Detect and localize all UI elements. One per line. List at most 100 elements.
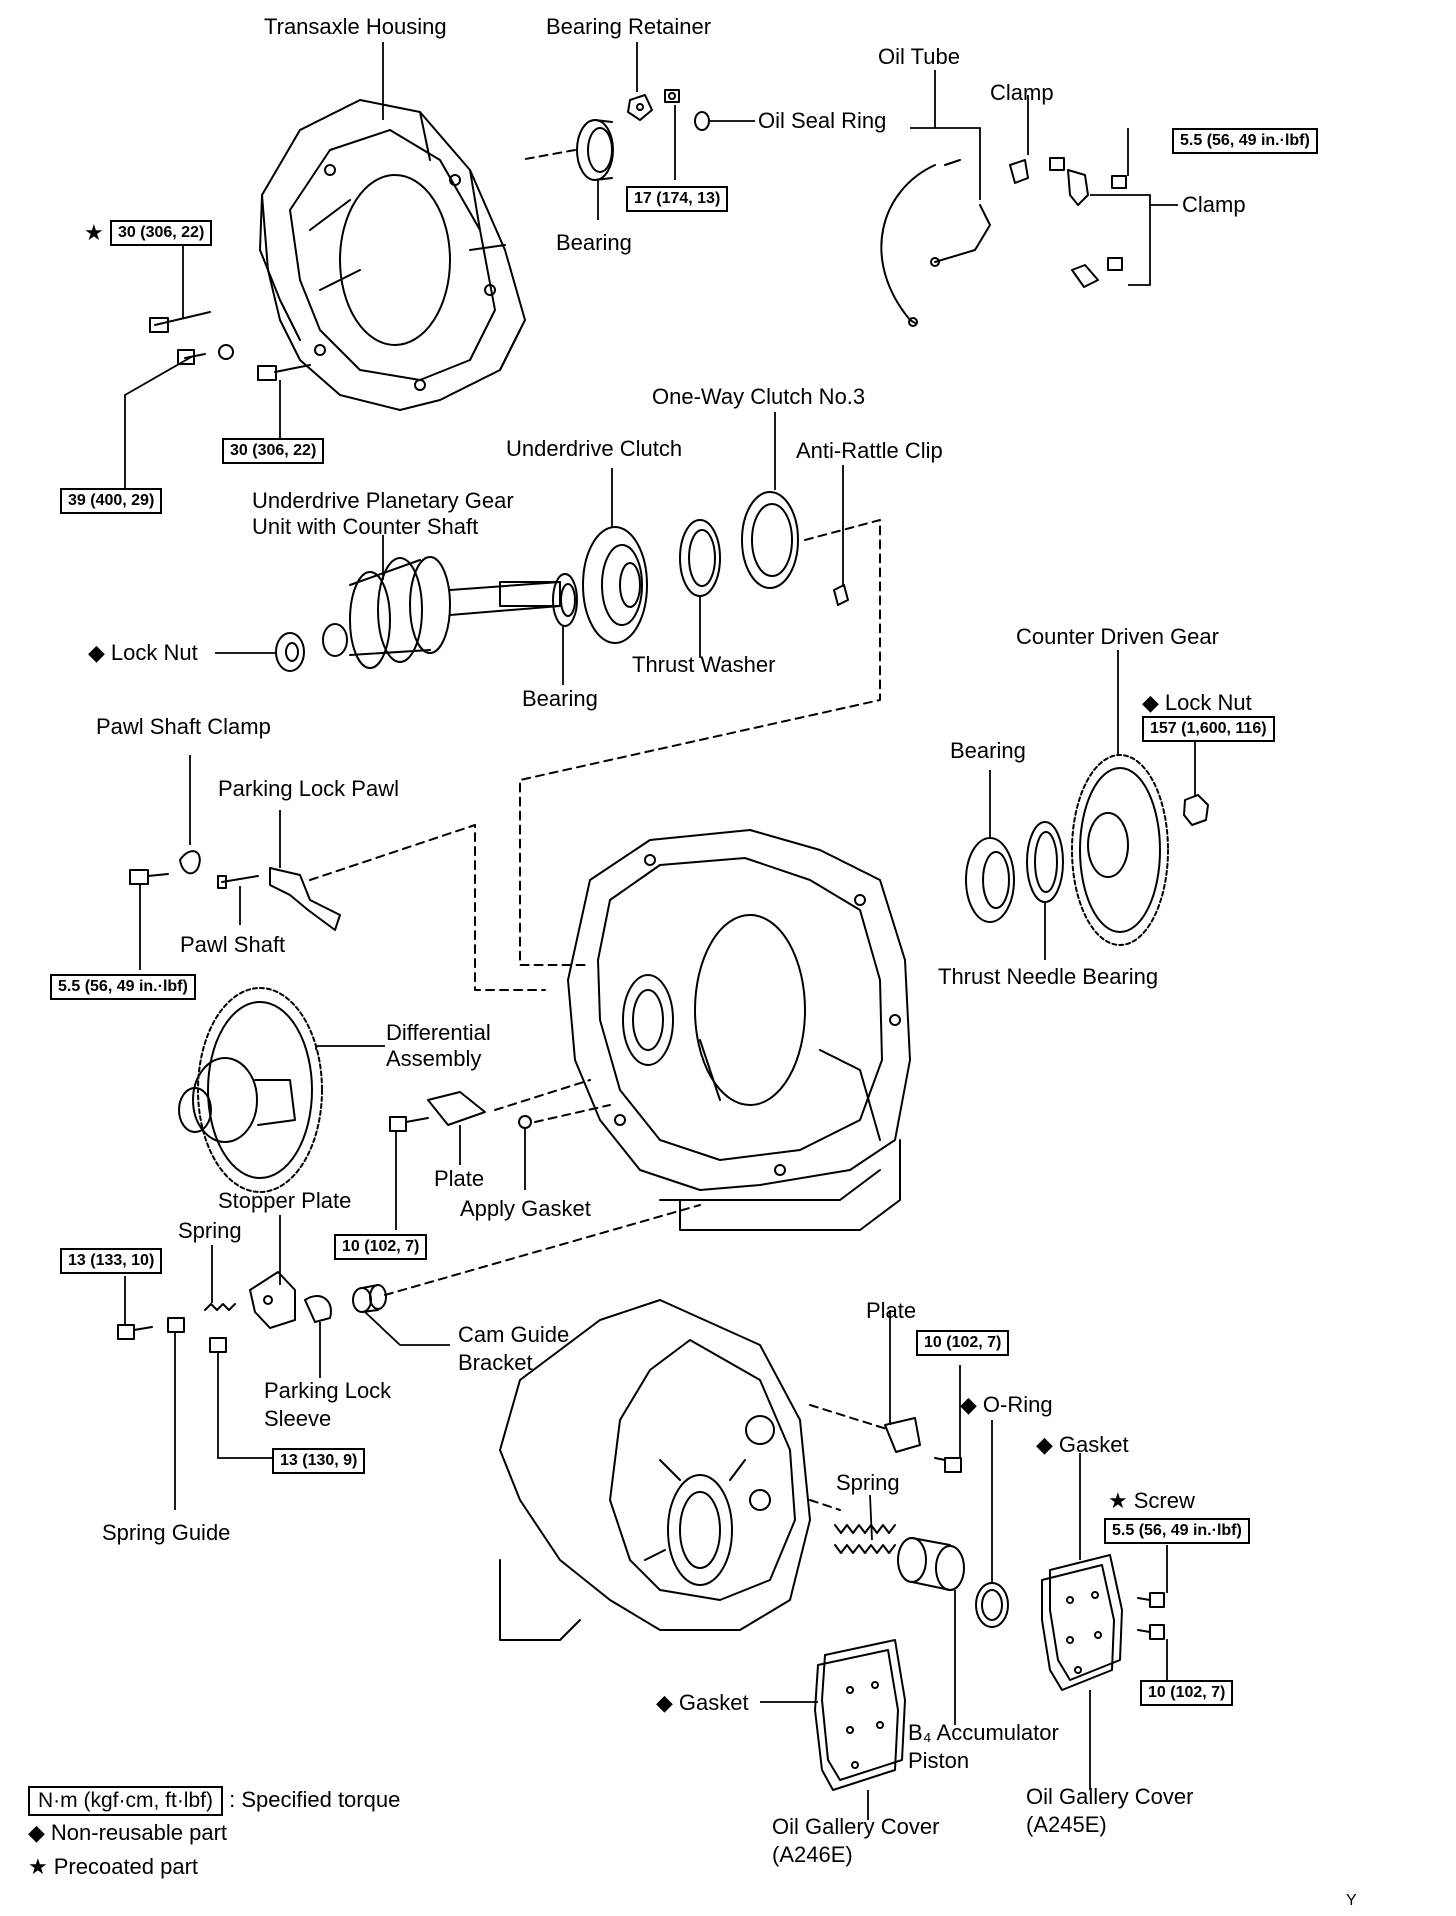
label-cam-guide-2: Bracket (458, 1350, 533, 1375)
label-spring-low: Spring (836, 1470, 900, 1495)
one-way-clutch-part (741, 491, 799, 589)
label-ogc-a246e-1: Oil Gallery Cover (772, 1814, 940, 1839)
oil-gallery-cover-a245e-part (1041, 1554, 1123, 1691)
precoated-star-icon: ★ (28, 1854, 48, 1879)
label-gasket-low: ◆Gasket (656, 1690, 749, 1716)
lock-nut-left-part (275, 632, 305, 672)
o-ring-part (975, 1582, 1009, 1628)
cam-guide-bracket-part (352, 1284, 387, 1313)
label-plate-low: Plate (866, 1298, 917, 1323)
oil-tube-part (880, 159, 991, 327)
label-differential-1: Differential (386, 1020, 491, 1045)
label-cam-guide-1: Cam Guide (458, 1322, 570, 1347)
label-pawl-shaft-clamp: Pawl Shaft Clamp (96, 714, 271, 739)
label-b4-accumulator-2: Piston (908, 1748, 970, 1773)
underdrive-clutch-part (582, 526, 648, 644)
thrust-needle-bearing-part (1026, 821, 1064, 903)
apply-gasket-part (518, 1115, 532, 1129)
label-corner-code: Y (1346, 1892, 1357, 1909)
bolt-17 (664, 89, 680, 103)
plate-low-part (884, 1417, 921, 1453)
label-bearing-right: Bearing (950, 738, 1026, 763)
label-clamp-top: Clamp (990, 80, 1054, 105)
torque-box-10-low: 10 (102, 7) (1140, 1680, 1234, 1706)
b4-accumulator-piston-part (897, 1537, 965, 1591)
parking-lock-sleeve-part (304, 1295, 332, 1323)
label-lock-nut-left: ◆Lock Nut (88, 640, 198, 666)
spring-left-part (204, 1303, 236, 1311)
torque-box-157: 157 (1,600, 116) (1142, 716, 1275, 742)
precoated-star-icon: ★ (1108, 1488, 1128, 1513)
parking-lock-pawl-part (269, 867, 341, 931)
anti-rattle-clip-part (833, 584, 849, 606)
transaxle-housing-part (259, 99, 526, 411)
label-plate-mid: Plate (434, 1166, 485, 1191)
torque-box-10-mid: 10 (102, 7) (334, 1234, 428, 1260)
legend-non-reusable-text: Non-reusable part (50, 1820, 228, 1845)
label-screw: ★Screw (1108, 1488, 1195, 1514)
torque-box-39: 39 (400, 29) (60, 488, 163, 514)
label-apply-gasket: Apply Gasket (460, 1196, 591, 1221)
underdrive-planetary-part (322, 556, 561, 669)
label-pawl-shaft: Pawl Shaft (180, 932, 286, 957)
bearing-retainer-part (627, 94, 653, 121)
pawl-shaft-clamp-part (179, 850, 201, 875)
label-thrust-needle-bearing: Thrust Needle Bearing (938, 964, 1159, 989)
main-case-part (567, 829, 911, 1231)
lock-nut-right-text: Lock Nut (1164, 690, 1252, 715)
oil-gallery-cover-a246e-part (814, 1639, 906, 1791)
torque-box-5-5-top: 5.5 (56, 49 in.·lbf) (1172, 128, 1318, 154)
bolt-55-mid (129, 869, 169, 885)
legend-torque-desc: : Specified torque (229, 1787, 401, 1812)
screw-text: Screw (1133, 1488, 1195, 1513)
label-spring-left: Spring (178, 1218, 242, 1243)
leader-lines (124, 42, 1196, 1820)
torque-box-13-133: 13 (133, 10) (60, 1248, 163, 1274)
label-counter-driven-gear: Counter Driven Gear (1016, 624, 1219, 649)
differential-assembly-part (178, 987, 323, 1193)
bearing-mid-part (552, 573, 578, 627)
label-parking-lock-pawl: Parking Lock Pawl (218, 776, 399, 801)
label-bearing-retainer: Bearing Retainer (546, 14, 712, 39)
pawl-shaft-part (217, 875, 259, 889)
spring-low-part (834, 1524, 896, 1554)
label-oil-seal-ring: Oil Seal Ring (758, 108, 887, 133)
label-oil-tube: Oil Tube (878, 44, 960, 69)
torque-box-5-5-mid: 5.5 (56, 49 in.·lbf) (50, 974, 196, 1000)
label-underdrive-planetary-2: Unit with Counter Shaft (252, 514, 479, 539)
label-anti-rattle-clip: Anti-Rattle Clip (796, 438, 943, 463)
non-reusable-diamond-icon: ◆ (1036, 1432, 1053, 1457)
label-spring-guide: Spring Guide (102, 1520, 231, 1545)
legend-torque-unit: N·m (kgf·cm, ft·lbf) (28, 1786, 223, 1816)
label-lock-nut-right: ◆Lock Nut (1142, 690, 1252, 716)
non-reusable-diamond-icon: ◆ (28, 1820, 45, 1845)
non-reusable-diamond-icon: ◆ (1142, 690, 1159, 715)
screw-parts (1137, 1592, 1165, 1640)
label-stopper-plate: Stopper Plate (218, 1188, 352, 1213)
bolt-13-133 (117, 1324, 153, 1340)
label-transaxle-housing: Transaxle Housing (264, 14, 447, 39)
torque-box-17: 17 (174, 13) (626, 186, 729, 212)
label-underdrive-planetary-1: Underdrive Planetary Gear (252, 488, 514, 513)
oil-seal-ring-part (694, 111, 710, 131)
lock-nut-left-text: Lock Nut (110, 640, 198, 665)
torque-box-13-130: 13 (130, 9) (272, 1448, 366, 1474)
torque-box-10-plate: 10 (102, 7) (916, 1330, 1010, 1356)
plate-mid-part (427, 1091, 486, 1126)
label-gasket-right: ◆Gasket (1036, 1432, 1129, 1458)
non-reusable-diamond-icon: ◆ (960, 1392, 977, 1417)
label-bearing-top: Bearing (556, 230, 632, 255)
bolt-10-mid (389, 1116, 429, 1132)
lower-case-part (499, 1299, 811, 1641)
label-ogc-a245e-2: (A245E) (1026, 1812, 1107, 1837)
bolt-30-mid (257, 364, 311, 381)
label-one-way-clutch: One-Way Clutch No.3 (652, 384, 866, 409)
label-underdrive-clutch: Underdrive Clutch (506, 436, 683, 461)
bearing-right-part (965, 837, 1015, 923)
label-bearing-mid: Bearing (522, 686, 598, 711)
precoated-star-top: ★ (84, 220, 104, 245)
label-parking-lock-sleeve-1: Parking Lock (264, 1378, 392, 1403)
counter-driven-gear-part (1071, 754, 1169, 946)
non-reusable-diamond-icon: ◆ (88, 640, 105, 665)
